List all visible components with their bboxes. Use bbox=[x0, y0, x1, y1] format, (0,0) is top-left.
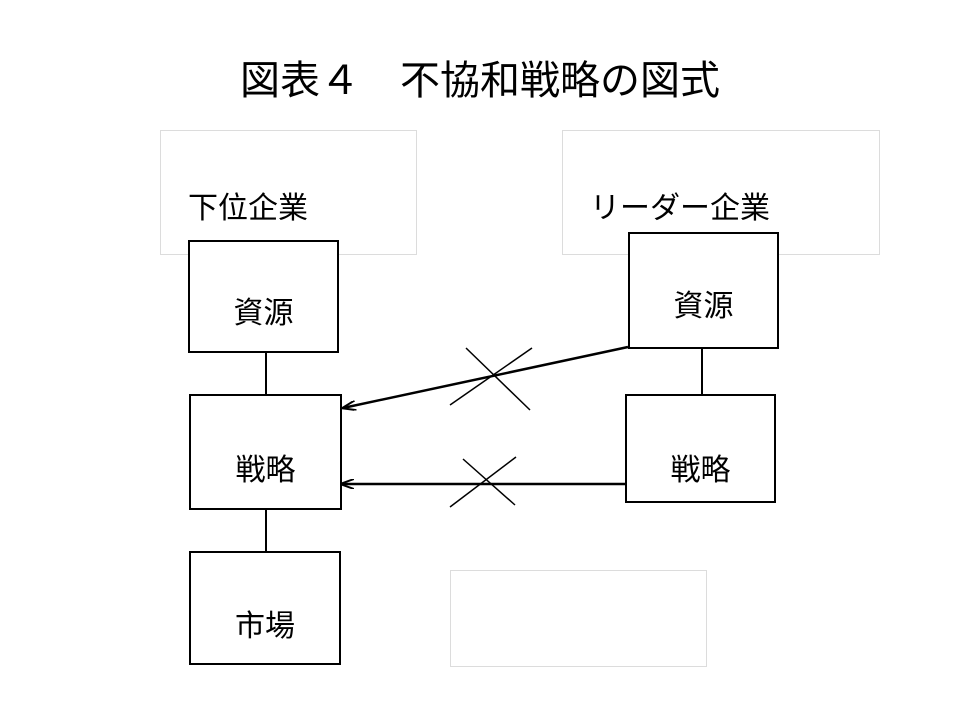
leader-resources-box: 資源 bbox=[628, 232, 779, 349]
lower-market-label: 市場 bbox=[235, 609, 295, 644]
lower-firm-label: 下位企業 bbox=[188, 191, 308, 226]
lower-resources-box: 資源 bbox=[188, 240, 339, 353]
lower-strategy-box: 戦略 bbox=[189, 394, 342, 510]
lower-market-box: 市場 bbox=[189, 551, 341, 665]
leader-resources-label: 資源 bbox=[673, 288, 734, 324]
empty-frame bbox=[450, 570, 707, 667]
diagram-title: 図表４ 不協和戦略の図式 bbox=[240, 58, 720, 104]
lower-firm-frame bbox=[160, 130, 417, 255]
resource-to-strategy-arrow bbox=[343, 345, 629, 408]
leader-strategy-box: 戦略 bbox=[625, 394, 776, 503]
leader-strategy-label: 戦略 bbox=[670, 452, 731, 488]
blocked-cross-lower bbox=[449, 456, 517, 508]
lower-resources-label: 資源 bbox=[233, 295, 294, 331]
blocked-cross-upper bbox=[449, 347, 533, 411]
leader-firm-label: リーダー企業 bbox=[590, 191, 770, 226]
lower-strategy-label: 戦略 bbox=[235, 453, 296, 488]
